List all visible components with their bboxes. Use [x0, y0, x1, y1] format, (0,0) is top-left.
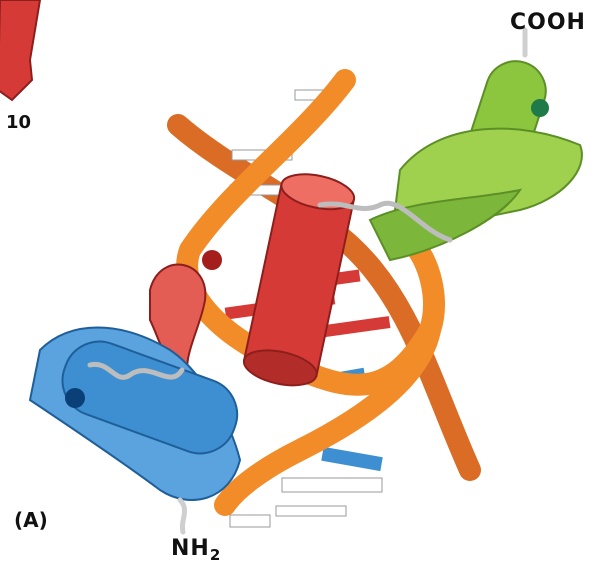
number-label: 10: [6, 112, 31, 133]
nh2-label: NH2: [171, 536, 221, 564]
red-arrow-icon: [0, 0, 40, 100]
green-domain: [370, 30, 582, 260]
panel-label: (A): [14, 508, 48, 532]
nh2-label-main: NH: [171, 536, 210, 561]
cooh-label: COOH: [510, 10, 586, 35]
nh2-label-subscript: 2: [210, 546, 221, 564]
